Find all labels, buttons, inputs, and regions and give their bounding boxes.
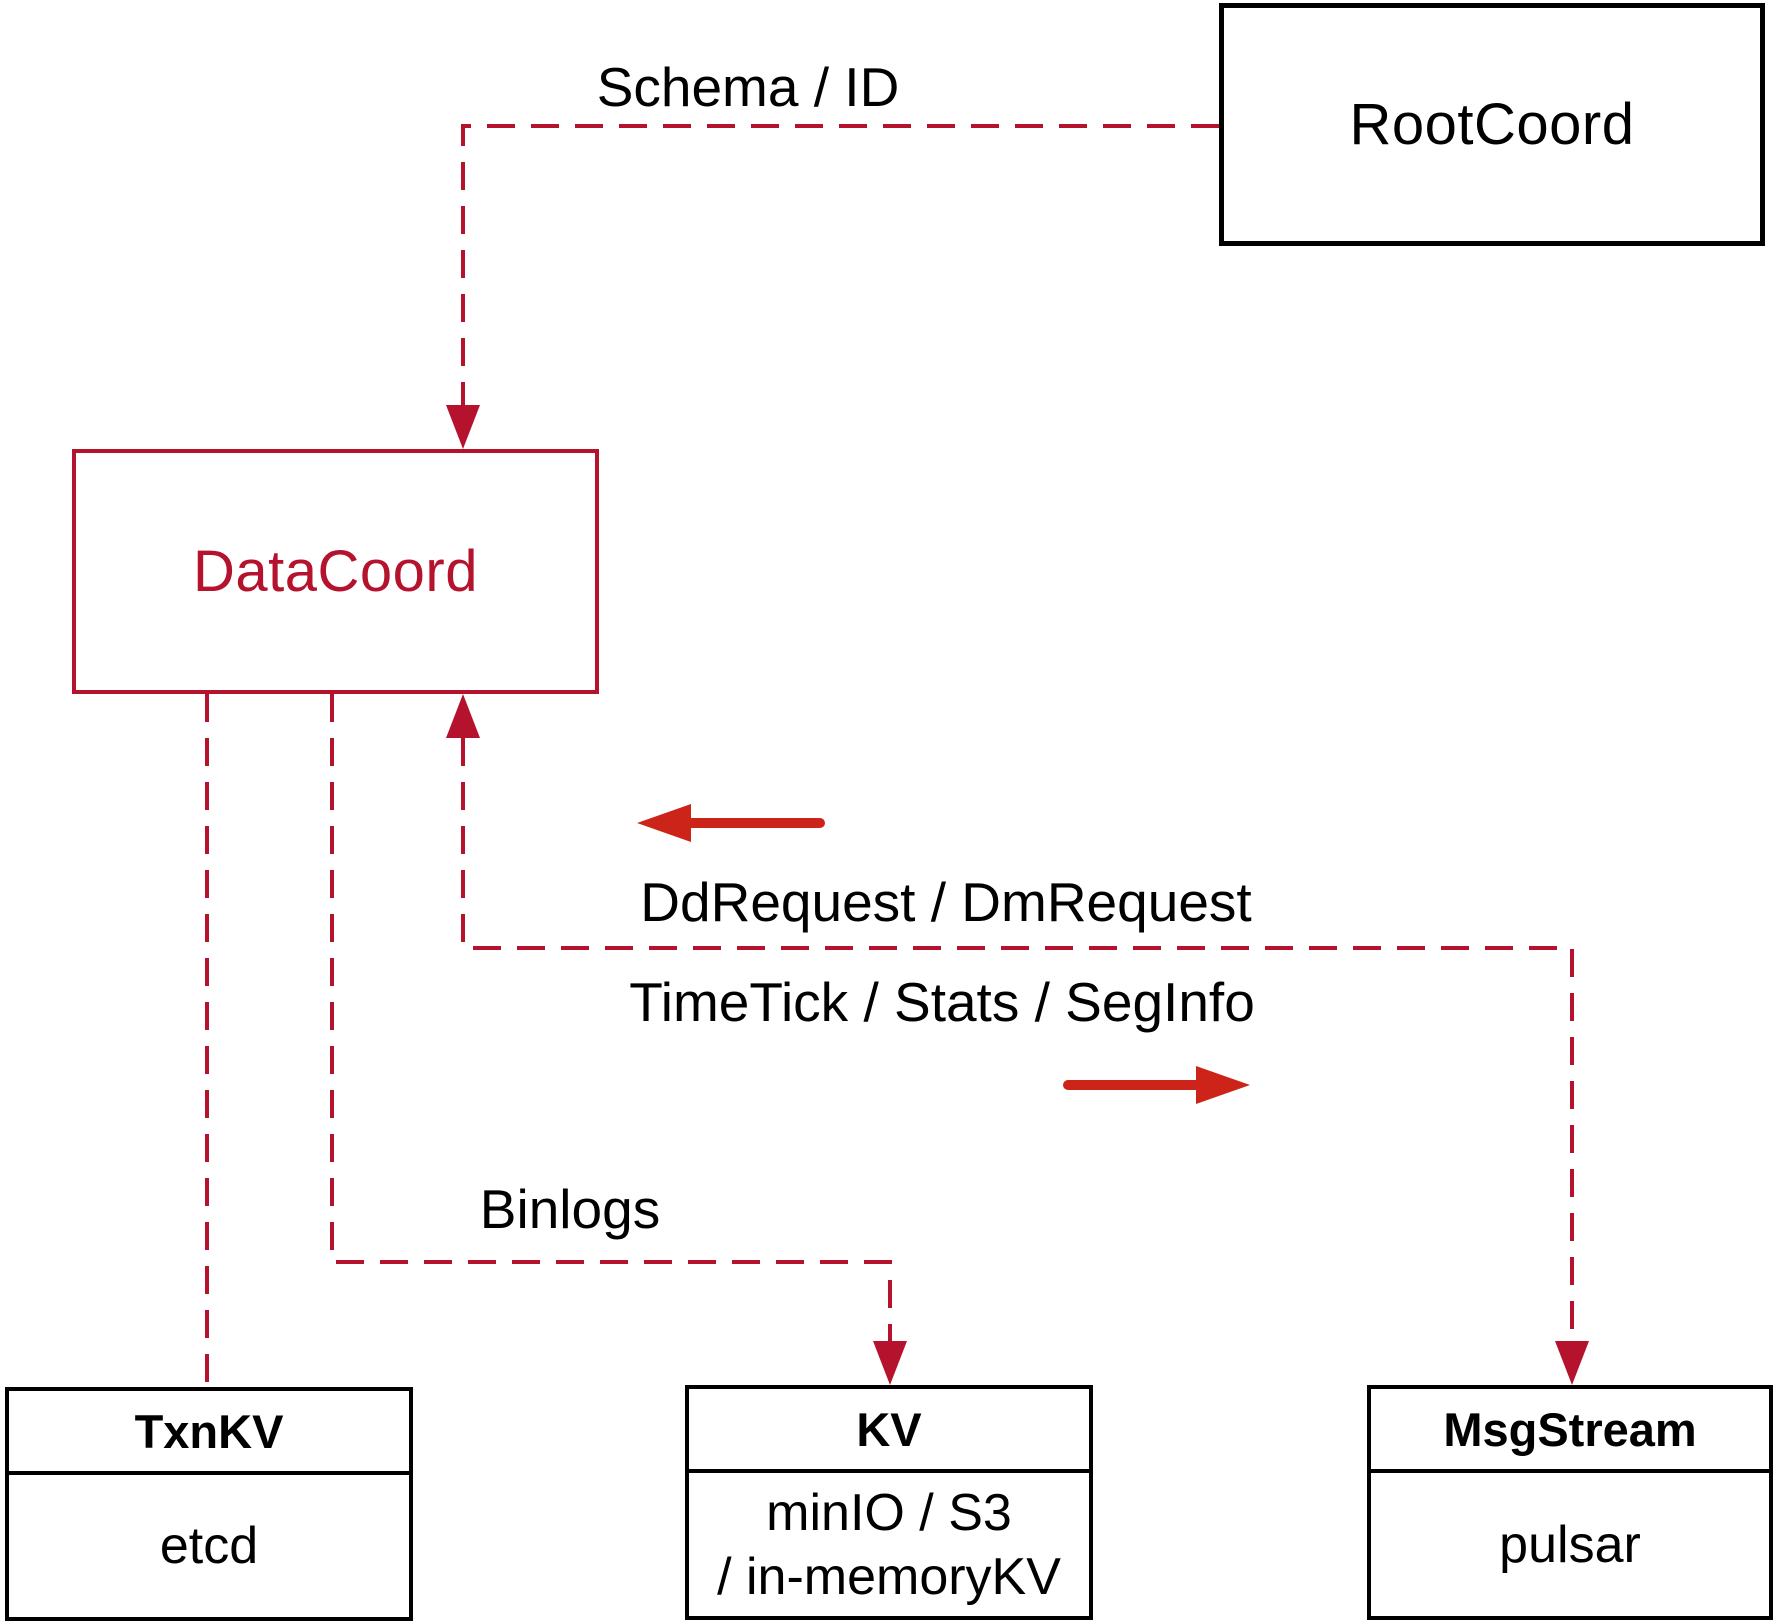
arrowhead-down-icon bbox=[446, 405, 480, 449]
timetick-edge-label: TimeTick / Stats / SegInfo bbox=[629, 971, 1255, 1033]
datacoord-label: DataCoord bbox=[193, 539, 478, 604]
arrowhead-down-icon bbox=[873, 1341, 907, 1385]
arrow-left-icon bbox=[637, 804, 691, 842]
rootcoord-node: RootCoord bbox=[1219, 3, 1765, 246]
txnkv-impl: etcd bbox=[159, 1517, 259, 1575]
txnkv-title: TxnKV bbox=[9, 1391, 409, 1475]
binlogs-connector bbox=[330, 694, 892, 1341]
kv-node: KV minIO / S3 / in-memoryKV bbox=[685, 1385, 1093, 1620]
msgstream-title: MsgStream bbox=[1371, 1389, 1769, 1473]
rootcoord-label: RootCoord bbox=[1349, 92, 1635, 157]
msgstream-node: MsgStream pulsar bbox=[1367, 1385, 1773, 1620]
schema-id-edge-label: Schema / ID bbox=[596, 56, 900, 118]
kv-title: KV bbox=[689, 1389, 1089, 1473]
kv-impl-line2: / in-memoryKV bbox=[717, 1547, 1061, 1606]
txnkv-node: TxnKV etcd bbox=[5, 1387, 413, 1621]
schema-id-connector bbox=[461, 124, 1219, 437]
arrow-right-icon bbox=[1196, 1066, 1250, 1104]
msgstream-connector bbox=[461, 738, 1574, 1341]
binlogs-edge-label: Binlogs bbox=[479, 1178, 661, 1240]
arrowhead-up-icon bbox=[446, 694, 480, 738]
kv-impl-line1: minIO / S3 bbox=[766, 1483, 1012, 1542]
datacoord-node: DataCoord bbox=[72, 449, 599, 694]
msgstream-impl: pulsar bbox=[1499, 1515, 1641, 1574]
arrowhead-down-icon bbox=[1555, 1341, 1589, 1385]
ddrequest-edge-label: DdRequest / DmRequest bbox=[640, 871, 1252, 933]
